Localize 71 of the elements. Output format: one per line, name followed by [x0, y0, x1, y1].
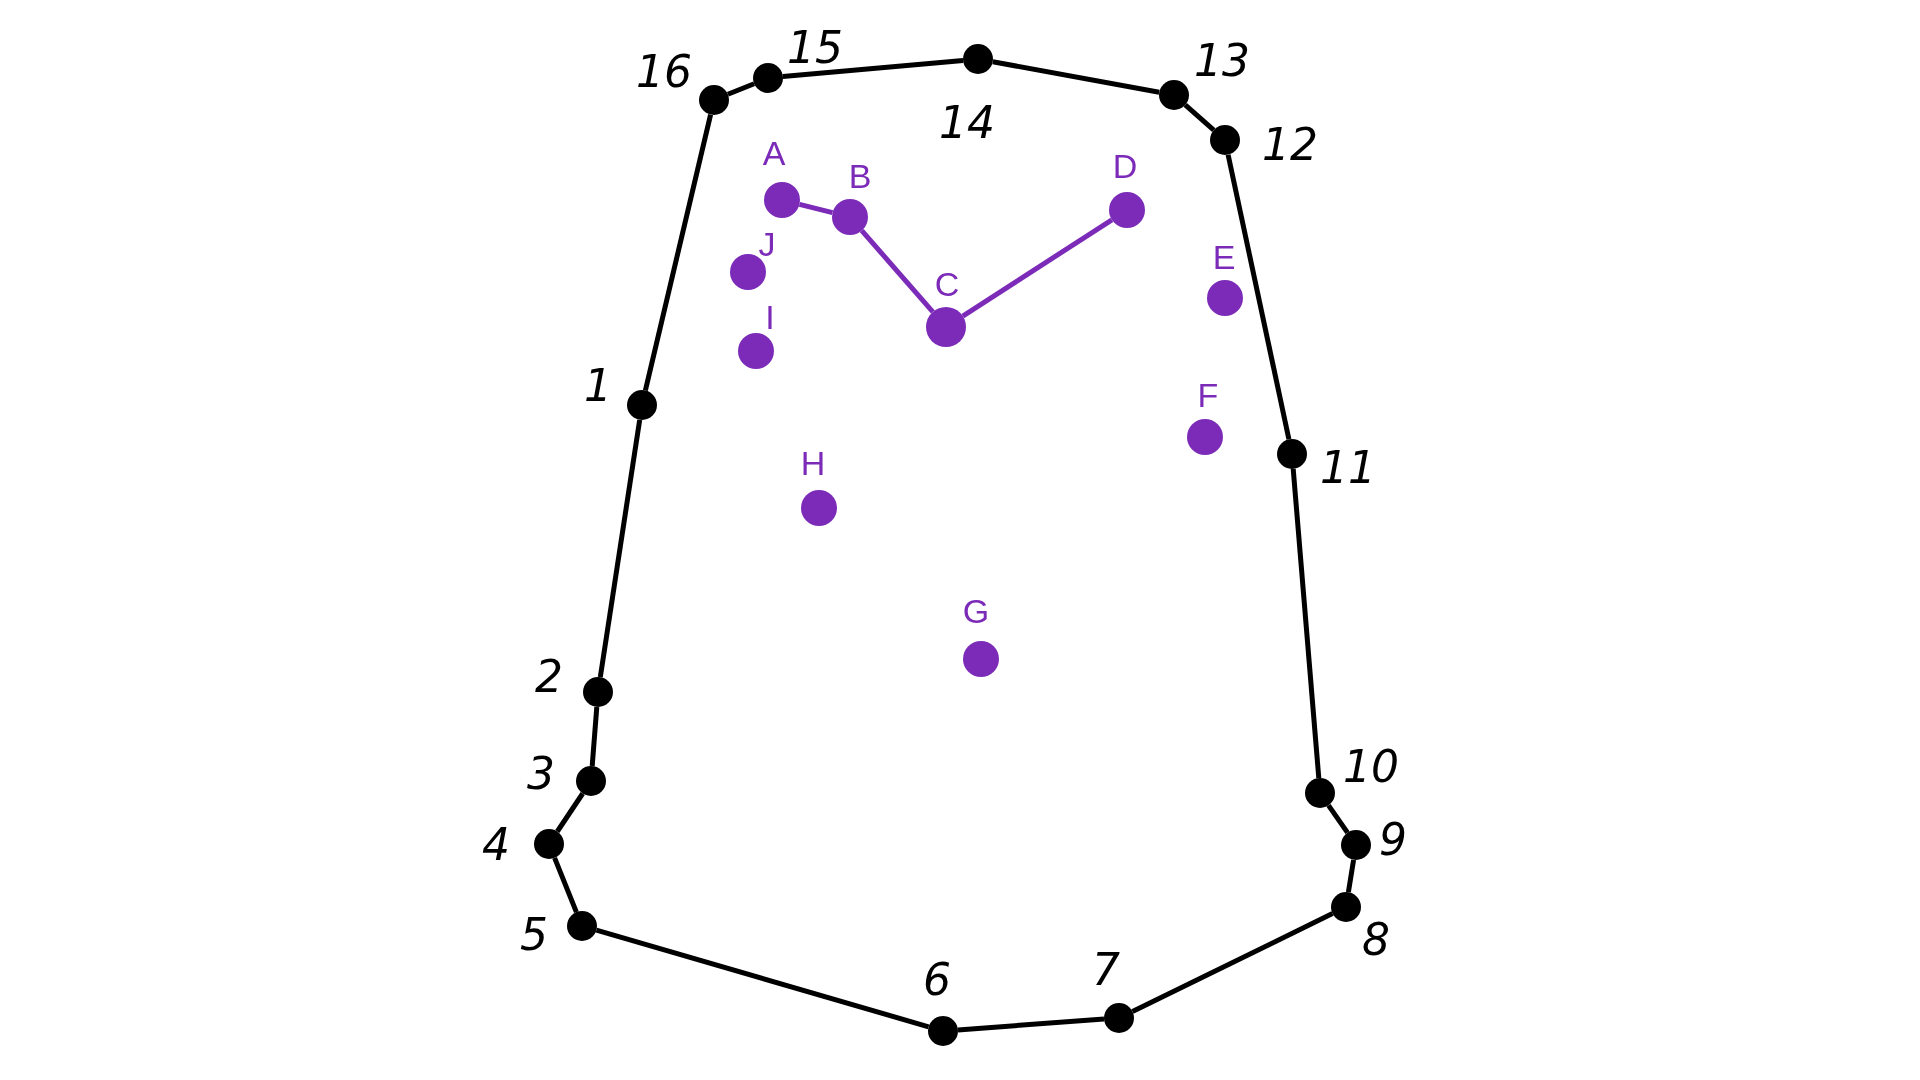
point-number: 11	[1320, 446, 1376, 490]
connecting-line	[642, 114, 714, 391]
point-dot	[699, 85, 729, 115]
connecting-line	[597, 419, 643, 678]
connecting-line	[957, 1016, 1105, 1033]
point-number: 8	[1362, 918, 1390, 962]
point-dot	[534, 829, 564, 859]
point-dot	[576, 766, 606, 796]
point-number: 16	[636, 50, 692, 94]
point-dot	[583, 677, 613, 707]
point-dot	[753, 63, 783, 93]
point-letter: D	[1112, 149, 1138, 183]
connecting-line	[992, 59, 1160, 95]
connecting-line	[1326, 803, 1350, 835]
point-dot	[1187, 419, 1223, 455]
point-number: 3	[527, 752, 555, 796]
connecting-line	[1131, 911, 1334, 1014]
point-dot	[1104, 1003, 1134, 1033]
connecting-line	[1225, 154, 1292, 440]
connecting-line	[798, 201, 834, 216]
point-number: 1	[584, 364, 612, 408]
point-dot	[832, 199, 868, 235]
connecting-line	[726, 81, 756, 97]
point-dot	[567, 911, 597, 941]
point-letter: G	[962, 594, 990, 628]
point-dot	[1207, 280, 1243, 316]
point-number: 12	[1262, 123, 1318, 167]
point-dot	[1210, 125, 1240, 155]
connecting-line	[1345, 859, 1357, 893]
point-number: 2	[535, 655, 563, 699]
point-dot	[1331, 892, 1361, 922]
connecting-line	[589, 706, 600, 767]
point-letter: H	[800, 446, 826, 480]
point-number: 9	[1379, 818, 1407, 862]
point-dot	[738, 333, 774, 369]
point-dot	[928, 1016, 958, 1046]
point-dot	[1159, 80, 1189, 110]
point-dot	[1277, 439, 1307, 469]
point-dot	[963, 44, 993, 74]
point-number: 6	[923, 958, 951, 1002]
connecting-line	[595, 927, 930, 1030]
point-letter: J	[758, 227, 776, 261]
point-letter: B	[848, 159, 872, 193]
point-dot	[801, 490, 837, 526]
point-dot	[730, 254, 766, 290]
point-letter: E	[1212, 240, 1236, 274]
point-dot	[926, 307, 966, 347]
point-dot	[764, 182, 800, 218]
connecting-line	[961, 217, 1114, 319]
point-letter: I	[765, 300, 775, 334]
point-letter: F	[1197, 378, 1219, 412]
point-number: 10	[1343, 745, 1399, 789]
point-number: 7	[1092, 948, 1120, 992]
point-number: 5	[520, 913, 548, 957]
connecting-line	[555, 792, 585, 833]
point-number: 13	[1194, 39, 1250, 83]
connecting-line	[859, 228, 935, 314]
connecting-line	[1183, 103, 1216, 132]
point-letter: A	[762, 136, 786, 170]
connecting-line	[782, 57, 964, 80]
connecting-line	[552, 856, 579, 914]
connecting-line	[1290, 468, 1322, 779]
point-number: 15	[787, 26, 843, 70]
point-dot	[627, 390, 657, 420]
point-dot	[1341, 830, 1371, 860]
point-number: 14	[939, 101, 995, 145]
point-letter: C	[934, 267, 960, 301]
point-dot	[963, 641, 999, 677]
point-dot	[1109, 192, 1145, 228]
point-number: 4	[482, 823, 510, 867]
point-dot	[1305, 778, 1335, 808]
